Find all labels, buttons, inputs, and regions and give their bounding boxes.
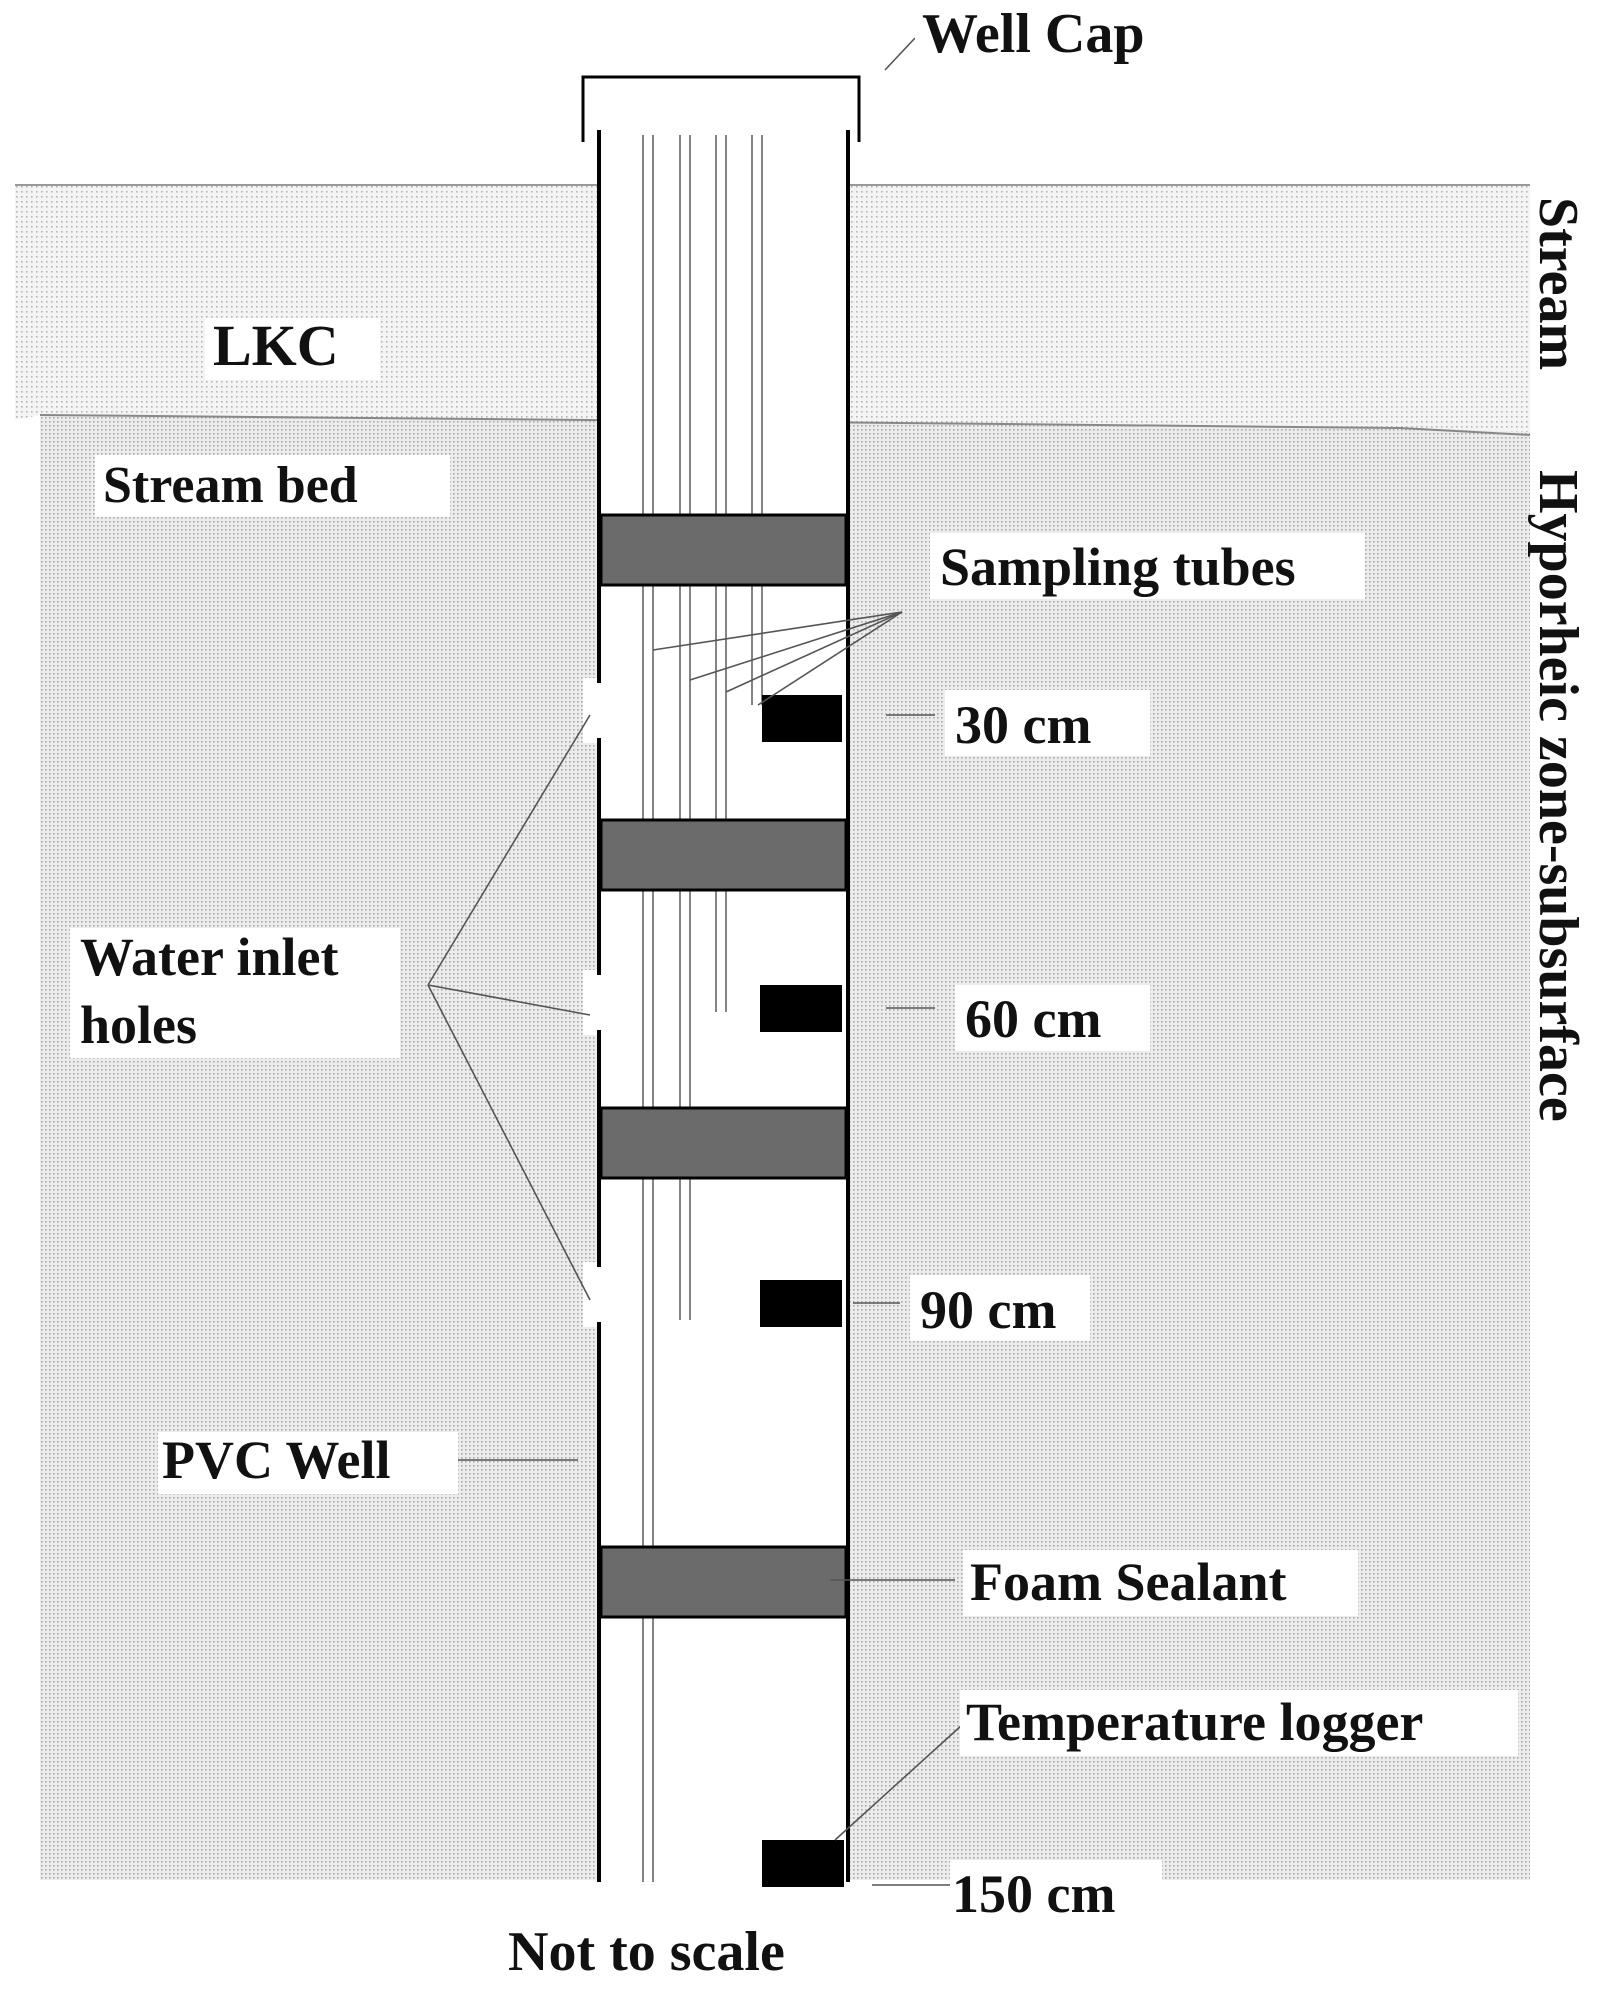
foam-sealant-band xyxy=(599,818,848,892)
not-to-scale-label: Not to scale xyxy=(508,1921,785,1983)
sampling-tubes-label: Sampling tubes xyxy=(940,537,1296,597)
water-inlet-leaders xyxy=(427,714,591,1301)
well-cap-label: Well Cap xyxy=(922,3,1144,65)
temperature-logger-90 xyxy=(760,1280,842,1327)
pvc-well-label: PVC Well xyxy=(162,1430,391,1490)
inlet-hole-30 xyxy=(583,678,613,743)
depth-30-label: 30 cm xyxy=(955,695,1091,755)
foam-sealant-label: Foam Sealant xyxy=(970,1552,1287,1612)
depth-150-label: 150 cm xyxy=(952,1864,1115,1924)
sampling-tubes-leaders xyxy=(652,611,903,706)
depth-90-label: 90 cm xyxy=(920,1280,1056,1340)
foam-sealant-band xyxy=(599,1545,848,1619)
depth-60-label: 60 cm xyxy=(965,989,1101,1049)
foam-sealant-band xyxy=(599,513,848,587)
temperature-logger-30 xyxy=(762,695,842,742)
water-inlet-label-line1: Water inlet xyxy=(80,927,338,987)
hyporheic-zone-label: Hyporheic zone-subsurface xyxy=(1527,470,1589,1122)
well-cap-leader xyxy=(884,37,916,71)
stream-label: Stream xyxy=(1527,197,1589,370)
lkc-label: LKC xyxy=(213,313,339,378)
foam-sealant-band xyxy=(599,1106,848,1180)
temperature-logger-label: Temperature logger xyxy=(966,1692,1423,1752)
temperature-logger-150 xyxy=(762,1840,844,1887)
well-cap xyxy=(581,75,861,142)
stream-bed-label: Stream bed xyxy=(103,457,358,514)
water-inlet-label-line2: holes xyxy=(80,995,197,1055)
inlet-hole-60 xyxy=(583,970,613,1035)
temperature-logger-leader xyxy=(834,1724,963,1841)
stream-bed-line xyxy=(39,414,1531,436)
temperature-logger-60 xyxy=(760,985,842,1032)
